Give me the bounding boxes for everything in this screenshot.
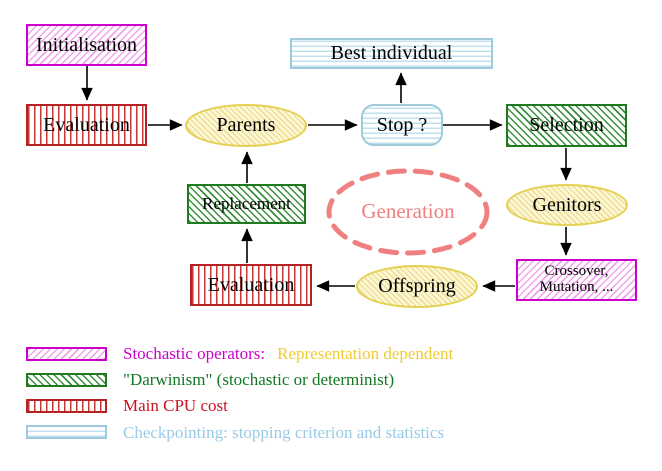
legend-swatch-main-cpu-cost (26, 399, 107, 413)
node-evaluation-bottom-label: Evaluation (207, 273, 295, 296)
node-evaluation-top: Evaluation (26, 104, 147, 146)
node-evaluation-bottom: Evaluation (190, 264, 312, 306)
node-crossover-line2: Mutation, ... (539, 279, 614, 295)
legend-swatch-darwinism (26, 373, 107, 387)
node-stop: Stop ? (361, 104, 443, 146)
node-replacement-label: Replacement (202, 194, 291, 214)
node-stop-label: Stop ? (376, 113, 428, 136)
node-initialisation: Initialisation (26, 24, 147, 66)
node-crossover-line1: Crossover, (544, 263, 609, 280)
node-crossover-mutation: Crossover, Mutation, ... (516, 259, 637, 301)
node-replacement: Replacement (187, 184, 306, 224)
node-selection: Selection (506, 104, 627, 147)
node-evaluation-top-label: Evaluation (43, 113, 130, 136)
node-best-individual-label: Best individual (330, 42, 453, 64)
legend-text-main-cpu-cost: Main CPU cost (123, 396, 228, 415)
legend-label-representation-dependent: Representation dependent (277, 344, 454, 363)
legend-text-darwinism: "Darwinism" (stochastic or determinist) (123, 370, 395, 389)
legend-label-stochastic-operators: Stochastic operators: (123, 344, 266, 363)
node-selection-label: Selection (529, 114, 604, 136)
node-best-individual: Best individual (290, 38, 493, 69)
node-offspring: Offspring (356, 265, 478, 308)
legend-swatch-checkpointing (26, 425, 107, 439)
node-offspring-label: Offspring (378, 275, 456, 297)
legend-text-checkpointing: Checkpointing: stopping criterion and st… (123, 423, 445, 442)
generation-label: Generation (361, 199, 455, 223)
node-genitors: Genitors (506, 184, 628, 226)
legend-text-stochastic-operators: Stochastic operators: Representation depe… (123, 344, 453, 364)
node-genitors-label: Genitors (532, 193, 602, 216)
legend-swatch-stochastic-operators (26, 347, 107, 361)
node-parents: Parents (185, 104, 307, 147)
node-initialisation-label: Initialisation (35, 33, 138, 56)
node-parents-label: Parents (216, 114, 276, 136)
